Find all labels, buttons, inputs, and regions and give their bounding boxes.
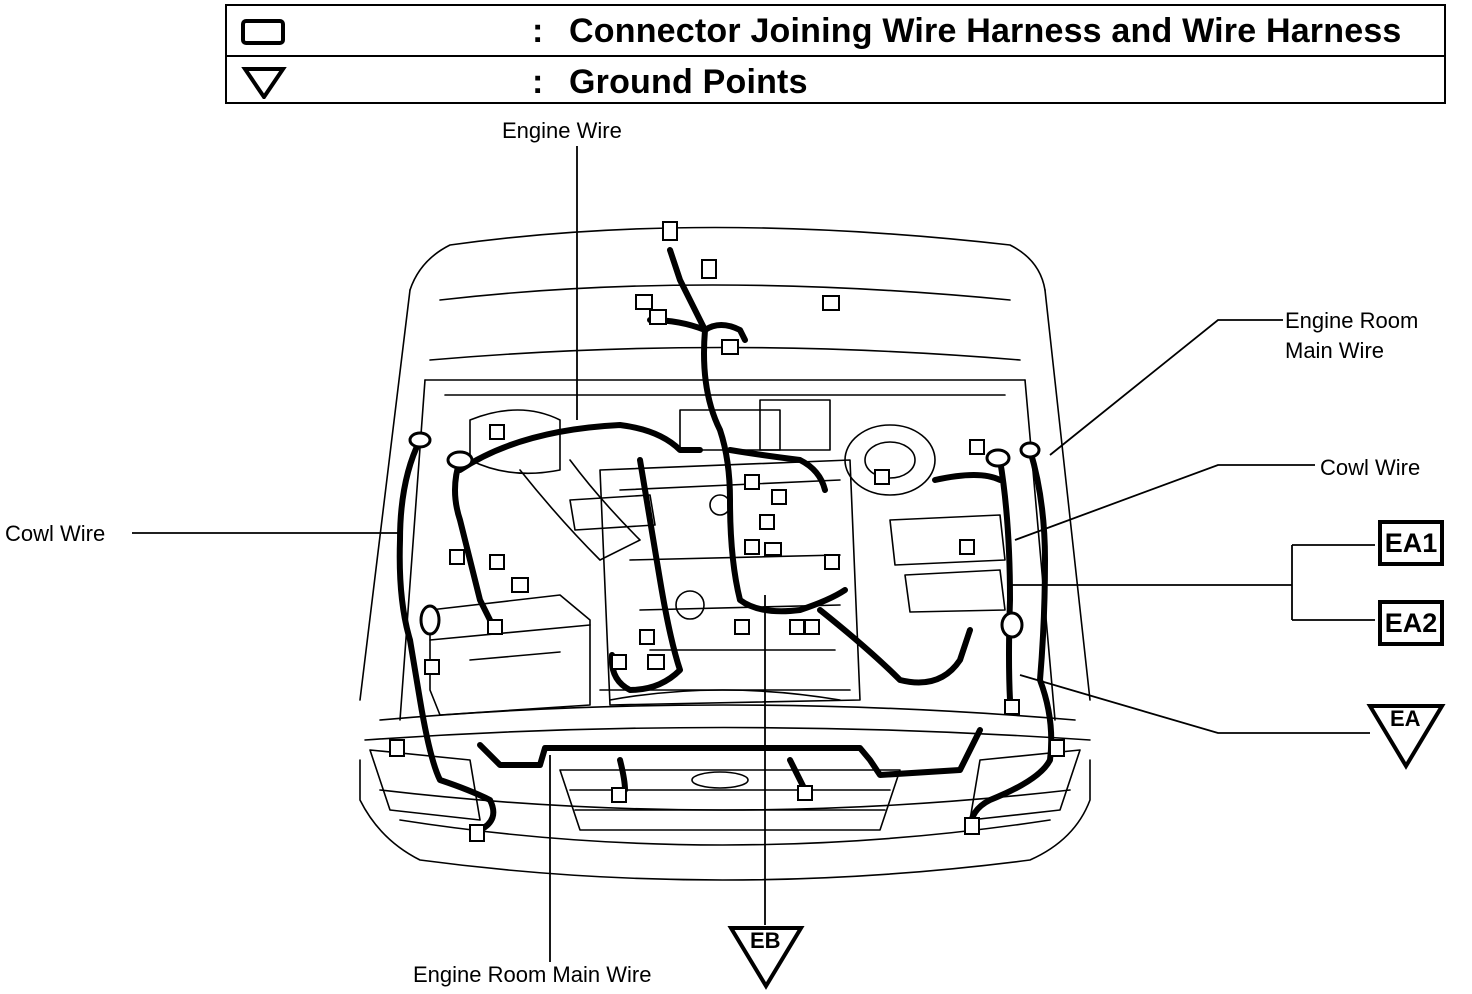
leader-lines: [132, 146, 1375, 962]
connectors-small: [389, 221, 1065, 842]
connector-ea2: EA2: [1378, 600, 1444, 646]
ground-label-eb: EB: [750, 928, 781, 953]
ground-label-ea: EA: [1390, 706, 1421, 731]
connector-ea1: EA1: [1378, 520, 1444, 566]
label-engine-room-main-wire-bottom: Engine Room Main Wire: [413, 962, 652, 987]
grommets: [408, 431, 1041, 639]
connector-symbol-icon: [241, 19, 285, 45]
legend-row-connector: : Connector Joining Wire Harness and Wir…: [227, 6, 1444, 57]
label-engine-room-main-wire-line2: Main Wire: [1285, 338, 1385, 363]
wire-harness: [396, 247, 1055, 833]
legend-box: : Connector Joining Wire Harness and Wir…: [225, 4, 1446, 104]
legend-colon: :: [532, 63, 544, 101]
legend-text-ground: Ground Points: [569, 63, 808, 101]
label-engine-room-main-wire-line1: Engine Room: [1285, 308, 1419, 333]
ground-eb-icon: [727, 926, 805, 990]
vehicle-outline: [359, 226, 1091, 881]
label-engine-wire: Engine Wire: [502, 118, 622, 143]
legend-colon: :: [532, 12, 544, 50]
legend-text-connector: Connector Joining Wire Harness and Wire …: [569, 12, 1402, 50]
label-cowl-wire-right: Cowl Wire: [1320, 455, 1421, 480]
legend-row-ground: : Ground Points: [227, 57, 1444, 106]
ground-symbol-icon: [241, 67, 287, 99]
label-cowl-wire-left: Cowl Wire: [5, 521, 106, 546]
ground-ea-icon: [1366, 704, 1446, 770]
